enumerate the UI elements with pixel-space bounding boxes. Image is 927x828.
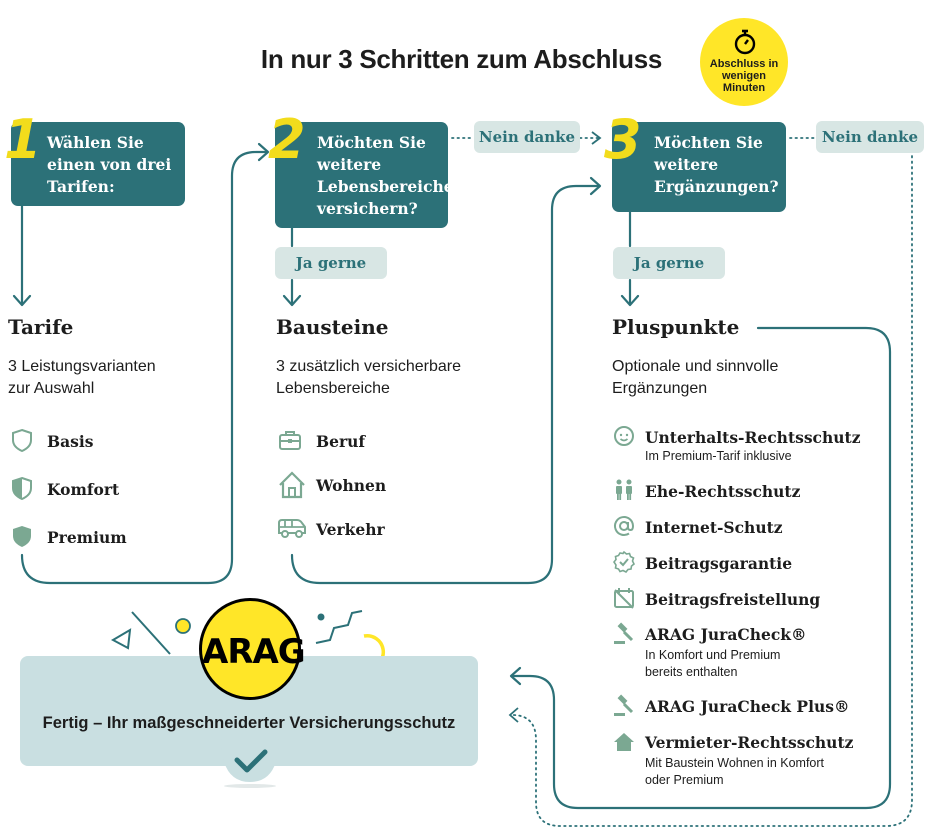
step-text-line: weitere <box>654 155 719 174</box>
couple-icon <box>616 479 632 500</box>
tarif-komfort: Komfort <box>47 480 120 499</box>
gavel-icon <box>614 622 634 644</box>
duration-badge: Abschluss in wenigen Minuten <box>700 18 788 106</box>
bausteine-subtitle: 3 zusätzlich versicherbare Lebensbereich… <box>276 356 461 400</box>
stopwatch-icon <box>734 29 756 55</box>
ja-gerne-pill[interactable]: Ja gerne <box>275 247 387 279</box>
step-text-line: einen von drei <box>47 155 172 174</box>
child-face-icon <box>614 426 634 446</box>
step-2-box: Möchten Sie weitere Lebensbereiche versi… <box>275 122 454 228</box>
badge-line: Minuten <box>722 82 766 94</box>
arag-logo: ARAG <box>199 598 306 700</box>
baustein-verkehr: Verkehr <box>316 520 385 539</box>
ja-gerne-pill[interactable]: Ja gerne <box>613 247 725 279</box>
step-text-line: Möchten Sie <box>654 133 763 152</box>
briefcase-icon <box>279 431 301 450</box>
plus-beitragsgarantie: Beitragsgarantie <box>645 554 793 573</box>
guarantee-seal-icon <box>613 550 636 574</box>
badge-line: wenigen <box>721 70 766 82</box>
step-text-line: Möchten Sie <box>317 133 426 152</box>
house-icon <box>279 471 305 499</box>
note-line: Mit Baustein Wohnen in Komfort <box>645 756 825 770</box>
step-3-box: Möchten Sie weitere Ergänzungen? <box>612 122 786 212</box>
page-title: In nur 3 Schritten zum Abschluss <box>260 44 663 74</box>
plus-juracheck-note: In Komfort und Premium bereits enthalten <box>645 647 780 681</box>
at-sign-icon <box>614 516 635 536</box>
subtitle-line: Lebensbereiche <box>276 380 390 397</box>
pluspunkte-heading: Pluspunkte <box>612 315 740 339</box>
subtitle-line: Ergänzungen <box>612 380 708 397</box>
plus-unterhalt: Unterhalts-Rechtsschutz <box>645 428 861 447</box>
step-3-number: 3 <box>604 108 642 171</box>
tarife-subtitle: 3 Leistungsvarianten zur Auswahl <box>8 356 156 400</box>
nein-danke-pill[interactable]: Nein danke <box>816 121 924 153</box>
note-line: oder Premium <box>645 773 724 787</box>
step-1-box: Wählen Sie einen von drei Tarifen: <box>11 122 185 206</box>
car-icon <box>278 519 306 538</box>
note-line: In Komfort und Premium <box>645 648 781 662</box>
plus-unterhalt-note: Im Premium-Tarif inklusive <box>645 449 792 463</box>
badge-line: Abschluss in <box>709 58 779 70</box>
home-filled-icon <box>614 733 634 751</box>
step-1-number: 1 <box>4 108 42 171</box>
subtitle-line: Optionale und sinnvolle <box>612 358 779 375</box>
bausteine-heading: Bausteine <box>276 315 389 339</box>
step-2-number: 2 <box>268 108 306 171</box>
pluspunkte-subtitle: Optionale und sinnvolle Ergänzungen <box>612 356 778 400</box>
step-text-line: Tarifen: <box>47 177 115 196</box>
tarif-basis: Basis <box>47 432 94 451</box>
plus-internet: Internet-Schutz <box>645 518 783 537</box>
plus-beitragsfreistellung: Beitragsfreistellung <box>645 590 821 609</box>
baustein-beruf: Beruf <box>316 432 366 451</box>
step-text-line: weitere <box>317 155 382 174</box>
subtitle-line: 3 zusätzlich versicherbare <box>276 358 461 375</box>
calendar-off-icon <box>614 588 634 609</box>
step-text-line: Ergänzungen? <box>654 177 779 196</box>
plus-vermieter: Vermieter-Rechtsschutz <box>645 733 854 752</box>
tarife-heading: Tarife <box>8 315 74 339</box>
plus-ehe: Ehe-Rechtsschutz <box>645 482 801 501</box>
step-text-line: Wählen Sie <box>47 133 144 152</box>
step-text-line: Lebensbereiche <box>317 177 454 196</box>
subtitle-line: zur Auswahl <box>8 380 95 397</box>
plus-juracheck-plus: ARAG JuraCheck Plus® <box>645 697 850 716</box>
plus-juracheck: ARAG JuraCheck® <box>645 625 807 644</box>
baustein-wohnen: Wohnen <box>316 476 387 495</box>
note-line: bereits enthalten <box>645 665 738 679</box>
tarif-premium: Premium <box>47 528 127 547</box>
nein-danke-pill[interactable]: Nein danke <box>474 121 580 153</box>
step-text-line: versichern? <box>317 199 418 218</box>
subtitle-line: 3 Leistungsvarianten <box>8 358 156 375</box>
arag-logo-text: ARAG <box>202 632 306 672</box>
final-text: Fertig – Ihr maßgeschneiderter Versicher… <box>42 714 456 732</box>
shield-filled-icon <box>13 526 31 547</box>
shield-half-icon <box>12 476 32 500</box>
check-badge-icon <box>221 738 279 788</box>
plus-vermieter-note: Mit Baustein Wohnen in Komfort oder Prem… <box>645 755 824 789</box>
shield-outline-icon <box>12 428 32 452</box>
gavel-icon <box>614 694 634 716</box>
